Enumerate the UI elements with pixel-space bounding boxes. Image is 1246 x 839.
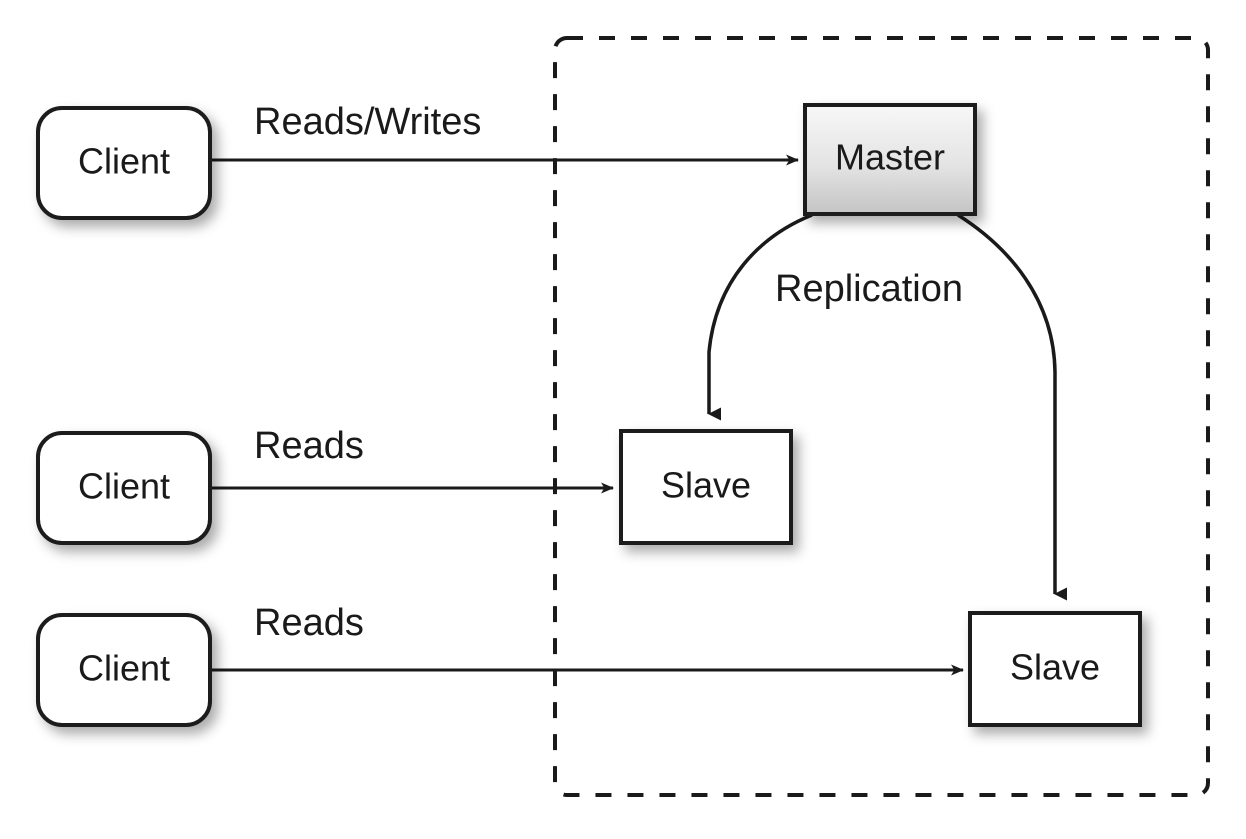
slave-2-shape (968, 611, 1142, 727)
edge-master-slave2-curve (957, 213, 1067, 601)
slave-2-label: Slave (1010, 647, 1100, 688)
client-2-shape (36, 431, 212, 545)
client-3-shape (36, 613, 212, 727)
edge-master-slave1-curve (707, 213, 813, 421)
edge-label-replication: Replication (775, 268, 963, 310)
client-3-label: Client (78, 648, 170, 689)
edge-label-reads-writes: Reads/Writes (254, 101, 481, 143)
node-client-1[interactable]: Client (36, 106, 212, 220)
node-client-3[interactable]: Client (36, 613, 212, 727)
database-cluster-boundary (553, 36, 1210, 797)
master-label: Master (835, 137, 945, 178)
slave-1-shape (619, 429, 793, 545)
master-shape (803, 103, 977, 216)
client-1-label: Client (78, 141, 170, 182)
node-master[interactable]: Master (803, 103, 977, 216)
node-slave-1[interactable]: Slave (619, 429, 793, 545)
edge-label-reads-slave1: Reads (254, 425, 364, 467)
node-slave-2[interactable]: Slave (968, 611, 1142, 727)
client-2-label: Client (78, 466, 170, 507)
edge-label-reads-slave2: Reads (254, 602, 364, 644)
node-client-2[interactable]: Client (36, 431, 212, 545)
slave-1-label: Slave (661, 465, 751, 506)
client-1-shape (36, 106, 212, 220)
